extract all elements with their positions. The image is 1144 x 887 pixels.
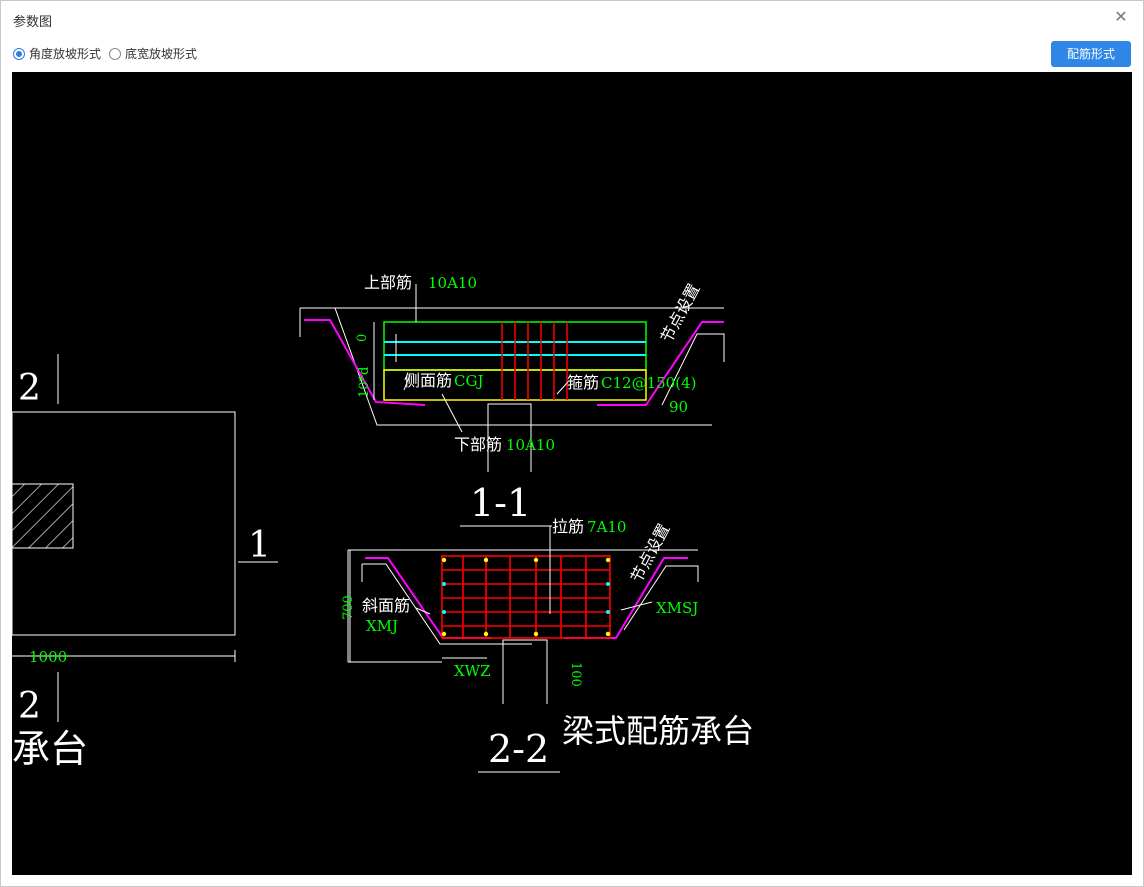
pile-cap-outline [12,411,236,636]
left-caption: 承台 [12,727,88,771]
stirrup-value: C12@150(4) [601,374,696,392]
dim-10d: 10*d [357,367,372,398]
radio-selected-icon [13,47,25,60]
parameter-drawing-canvas: 2 1 1000 2 承台 [12,72,1132,875]
node-setting-label-1: 节点设置 [657,280,704,345]
radio-angle-label: 角度放坡形式 [29,47,102,61]
section-2-2: 拉筋 7A10 节点设置 700 斜面筋 XMJ XMSJ 100 XWZ 2-… [341,517,754,773]
dim-100: 100 [568,662,583,687]
top-bar-label: 上部筋 [364,273,412,292]
dim-700: 700 [341,595,356,620]
section-2-2-title: 2-2 [488,727,549,771]
xwz-label: XWZ [454,662,491,680]
column-hatch [12,483,74,549]
main-caption: 梁式配筋承台 [562,712,754,750]
dim-zero: 0 [355,334,370,342]
section-1-1-title: 1-1 [470,481,531,525]
rebar-form-button[interactable]: 配筋形式 [1051,41,1131,67]
side-bar-label: 侧面筋 [404,371,452,390]
top-bar-value: 10A10 [428,274,477,292]
left-section-label-bottom: 2 [18,686,41,727]
close-icon[interactable]: ✕ [1114,7,1128,26]
radio-width-slope[interactable]: 底宽放坡形式 [109,45,197,62]
drawing-svg: 2 1 1000 2 承台 [12,273,754,773]
xmsj-label: XMSJ [656,599,698,617]
left-section-label-top: 2 [18,368,41,409]
slope-bar-label: 斜面筋 [362,596,410,615]
tie-value: 7A10 [587,518,626,536]
section-1-1: 上部筋 10A10 节点设置 0 10*d 侧面筋 CGJ 箍筋 C12@150… [299,273,725,527]
tie-label: 拉筋 [552,517,584,536]
radio-unselected-icon [109,47,122,60]
radio-width-label: 底宽放坡形式 [125,47,198,61]
radio-angle-slope[interactable]: 角度放坡形式 [13,45,101,62]
left-dim-1000: 1000 [29,648,67,666]
node-setting-label-2: 节点设置 [627,520,674,585]
slope-bar-value: XMJ [366,617,398,635]
bottom-bar-label: 下部筋 [454,435,502,454]
left-section-label-right: 1 [248,525,271,566]
bottom-bar-value: 10A10 [506,436,555,454]
stirrup-label: 箍筋 [567,373,599,392]
left-plan-view: 2 1 1000 2 承台 [12,354,278,771]
slope-mode-group: 角度放坡形式 底宽放坡形式 [13,45,205,62]
angle-90: 90 [669,398,688,416]
dialog-title: 参数图 [13,15,53,30]
side-bar-value: CGJ [454,372,483,390]
